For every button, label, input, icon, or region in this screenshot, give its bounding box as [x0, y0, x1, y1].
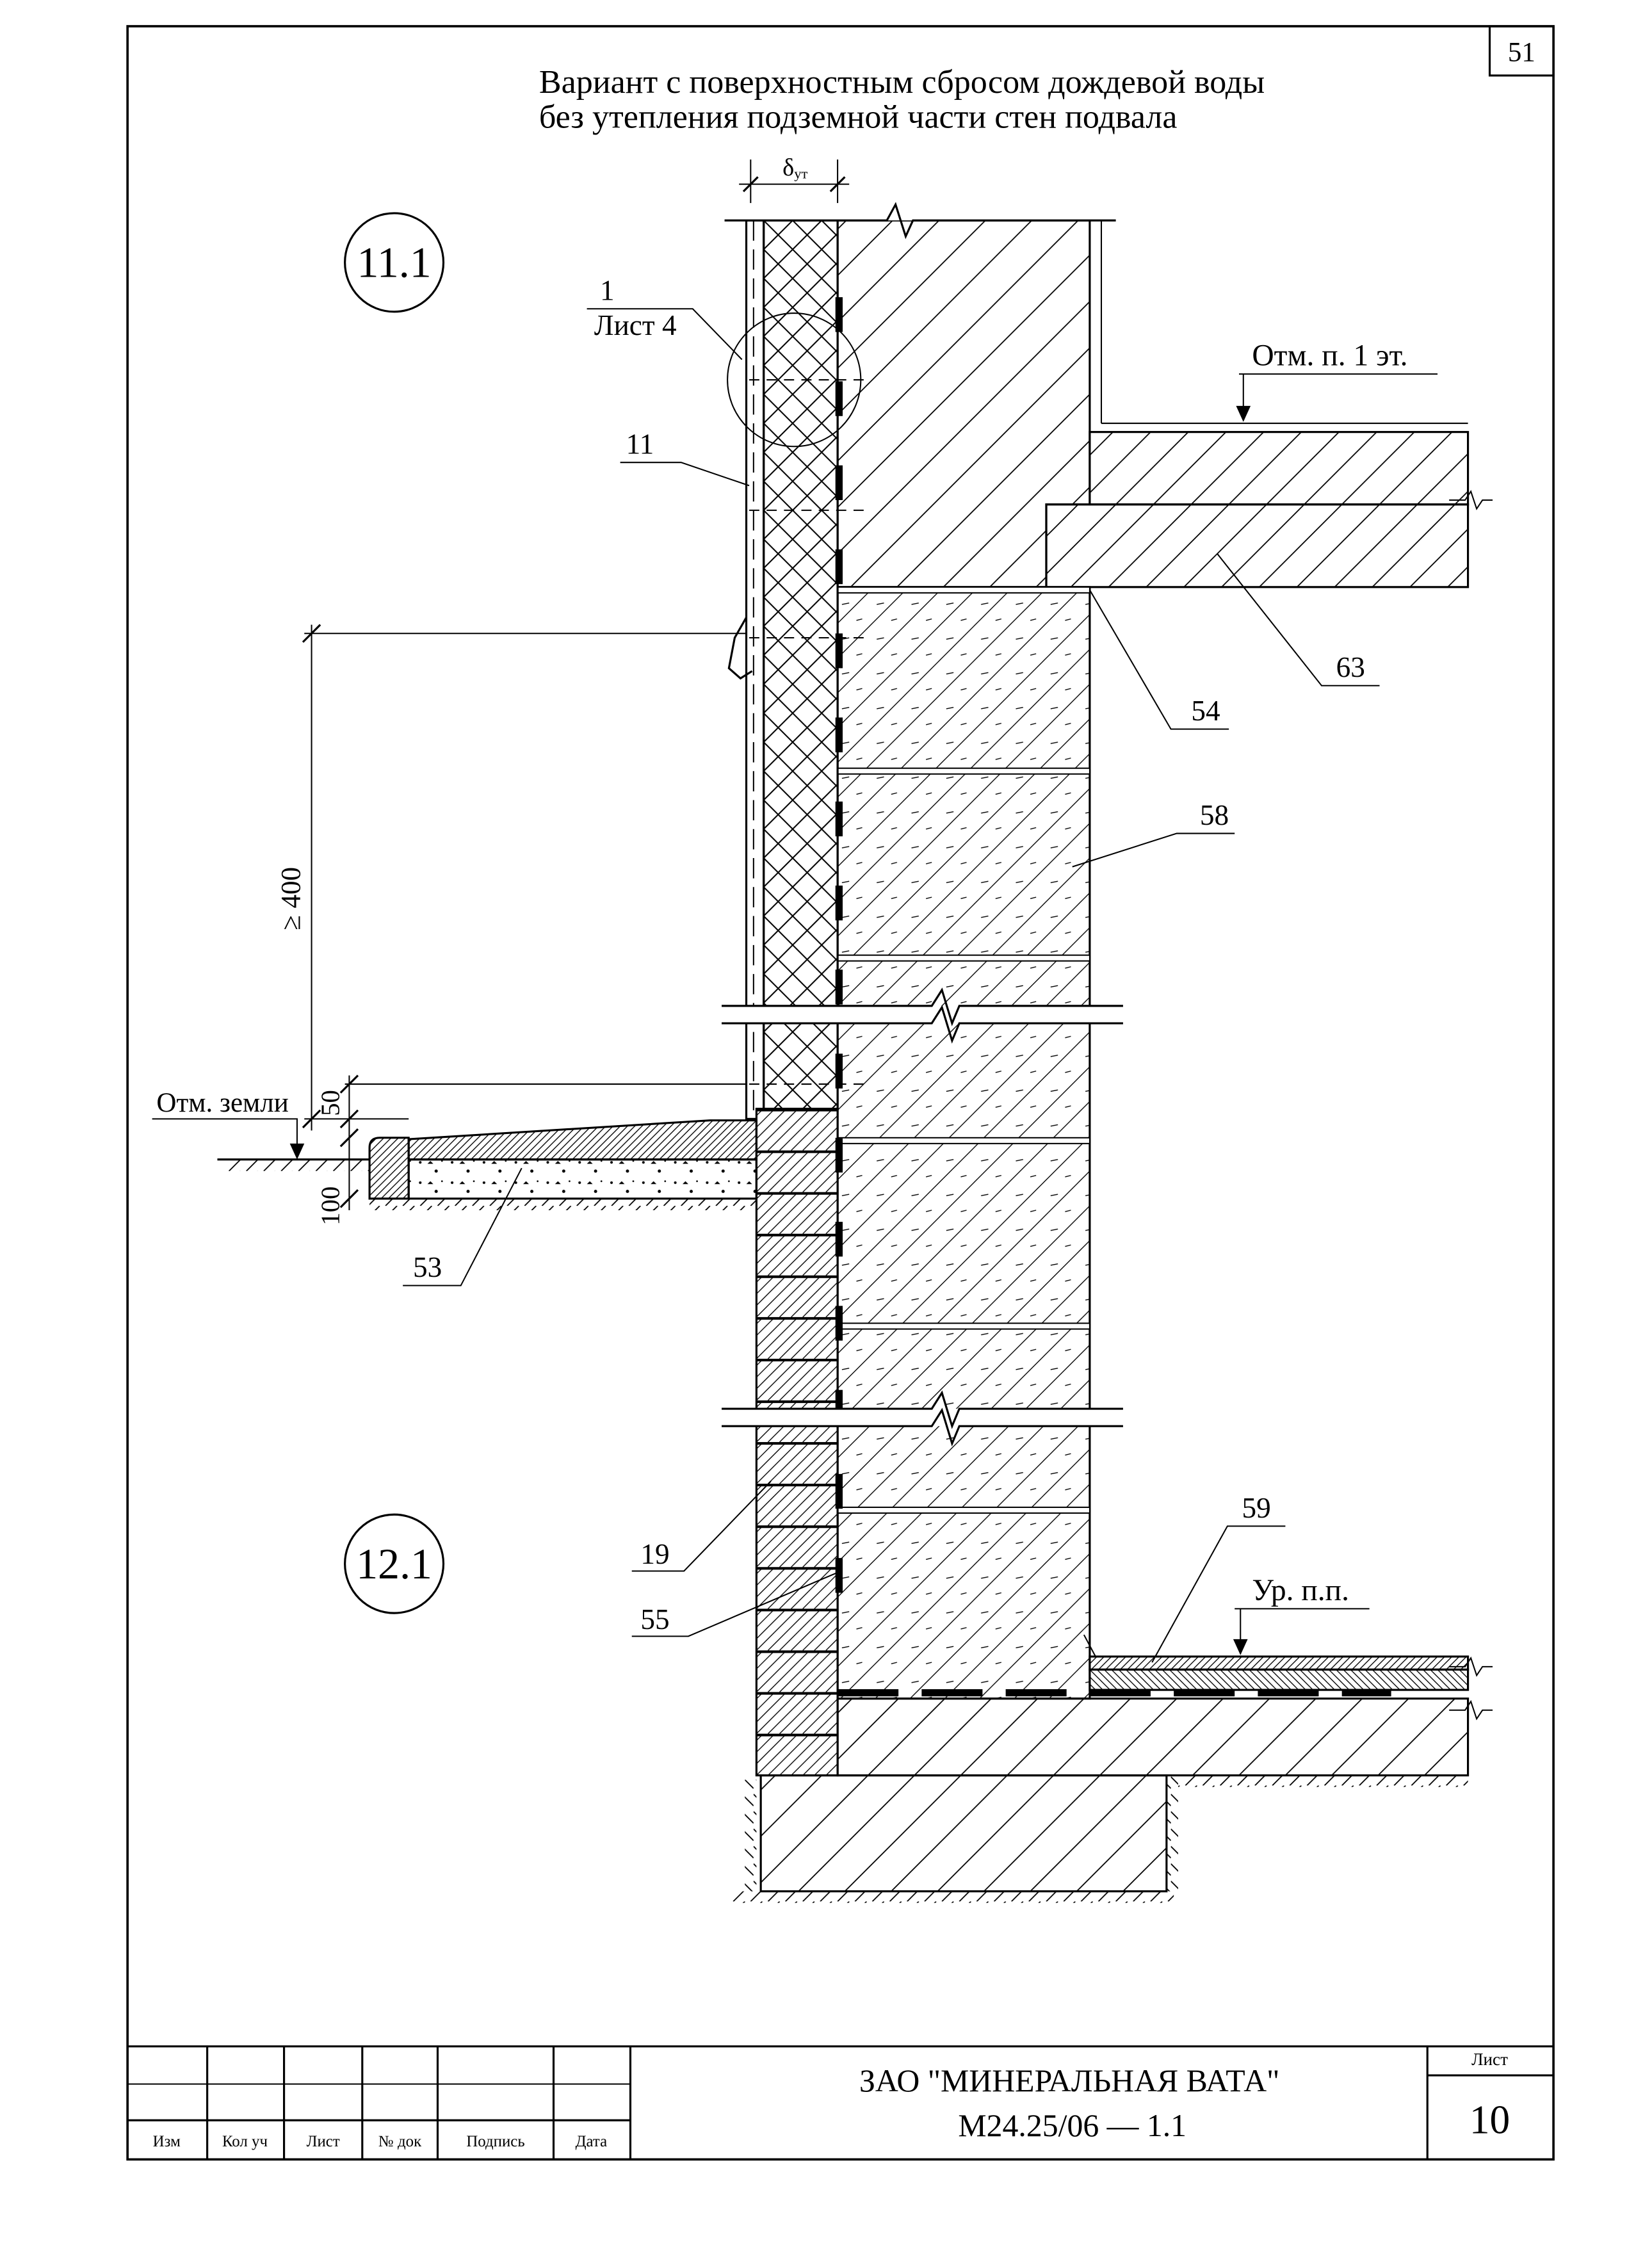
- basement-slab-break-mark: [1449, 1699, 1493, 1721]
- plinth-height-value: ≥ 400: [276, 867, 306, 930]
- callout-19-leader: [631, 1480, 772, 1572]
- callout-59: 59: [1242, 1492, 1271, 1524]
- break-line-upper: [722, 987, 1123, 1044]
- wall-top-mask: [722, 203, 1128, 221]
- elevation-ground-label: Отм. земли: [156, 1088, 288, 1118]
- title-block-document-code: М24.25/06 — 1.1: [958, 2108, 1186, 2143]
- title-block-col-date: Дата: [576, 2133, 608, 2150]
- offset-dimension-value: 50: [316, 1090, 345, 1116]
- title-block-grid: [127, 2045, 1554, 2160]
- slab-break-mark: [1449, 490, 1493, 510]
- break-gap-lower: [722, 1409, 1123, 1427]
- block-joint: [837, 1137, 1090, 1144]
- elevation-first-floor-arrow: [1236, 405, 1251, 422]
- elevation-first-floor-leader: [1239, 373, 1438, 421]
- callout-58: 58: [1200, 799, 1229, 831]
- block-joint: [837, 586, 1090, 594]
- insulation-thickness-subscript: ут: [794, 166, 807, 182]
- title-block-sheet-label: Лист: [1471, 2050, 1508, 2069]
- title-block-col-signature: Подпись: [466, 2133, 524, 2150]
- floor-slab-upper: [1089, 431, 1470, 506]
- title-line-2: без утепления подземной части стен подва…: [539, 99, 1178, 135]
- blind-area-top-layer: [407, 1119, 757, 1161]
- callout-63-leader: [1217, 553, 1380, 686]
- block-joint: [837, 1506, 1090, 1514]
- elevation-first-floor-label: Отм. п. 1 эт.: [1252, 339, 1407, 373]
- title-block-sheet-number: 10: [1470, 2098, 1510, 2143]
- callout-59-leader: [1151, 1525, 1286, 1663]
- elevation-ground-leader: [152, 1118, 298, 1158]
- basement-slab: [836, 1698, 1470, 1777]
- block-joint: [837, 954, 1090, 962]
- detail-reference-number: 1: [600, 275, 615, 307]
- blind-area-base-layer: [407, 1158, 757, 1200]
- title-block-col-change: Изм: [153, 2133, 181, 2150]
- elevation-basement-floor-arrow: [1233, 1639, 1248, 1655]
- ground-hatch: [1178, 1775, 1468, 1787]
- detail-reference-leader: [587, 308, 743, 361]
- block-joint: [837, 1322, 1090, 1330]
- callout-54: 54: [1191, 695, 1220, 727]
- callout-53: 53: [413, 1251, 442, 1283]
- callout-63: 63: [1336, 651, 1365, 683]
- wall-top-break-line: [724, 202, 1116, 239]
- ground-hatch: [745, 1779, 757, 1892]
- ground-hatch: [224, 1159, 370, 1171]
- blind-area-curb: [368, 1137, 410, 1200]
- title-block-col-sheet: Лист: [307, 2133, 340, 2150]
- floor-break-mark: [1449, 1656, 1493, 1677]
- frame-border: [126, 25, 1555, 2161]
- callout-11: 11: [626, 428, 654, 460]
- svg-text:δут: δут: [782, 154, 807, 182]
- detail-reference-sheet: Лист 4: [594, 309, 677, 341]
- callout-55-leader: [631, 1571, 838, 1637]
- callout-58-leader: [1072, 832, 1235, 868]
- elevation-basement-floor-label: Ур. п.п.: [1252, 1574, 1349, 1607]
- elevation-basement-floor-leader: [1235, 1608, 1370, 1654]
- break-gap-upper: [722, 1005, 1123, 1024]
- break-line-lower: [722, 1390, 1123, 1447]
- node-marker-bottom: 12.1: [356, 1540, 432, 1588]
- blind-area-depth-value: 100: [316, 1187, 345, 1226]
- basement-floor-screed: [1089, 1668, 1470, 1691]
- foundation: [759, 1774, 1168, 1893]
- ground-hatch: [731, 1891, 1174, 1903]
- node-marker-top-circle: [344, 212, 445, 313]
- floor-slab-lower: [1045, 503, 1470, 588]
- basement-floor-finish: [1089, 1655, 1470, 1671]
- render-layer: [745, 219, 765, 1120]
- callout-19: 19: [640, 1538, 669, 1570]
- elevation-ground-arrow: [289, 1143, 305, 1160]
- callout-54-leader: [1089, 589, 1229, 730]
- detail-reference-circle: [727, 312, 862, 448]
- callout-55: 55: [640, 1603, 669, 1635]
- title-block-col-count: Кол уч: [222, 2133, 268, 2150]
- insulation-thickness-symbol: δ: [782, 154, 794, 181]
- plinth-height-dimension: [302, 624, 747, 1131]
- title-block-organization: ЗАО "МИНЕРАЛЬНАЯ ВАТА": [859, 2063, 1280, 2098]
- node-marker-top: 11.1: [357, 239, 431, 287]
- title-block-col-doc: № док: [378, 2133, 422, 2150]
- node-marker-bottom-circle: [344, 1513, 445, 1614]
- callout-53-leader: [403, 1167, 522, 1286]
- sheet-corner-box: [1488, 25, 1555, 77]
- floor-wall-edge: [1083, 1634, 1096, 1657]
- sheet-corner-number: 51: [1508, 37, 1535, 67]
- drip-profile: [727, 617, 753, 680]
- title-line-1: Вариант с поверхностным сбросом дождевой…: [539, 64, 1265, 101]
- facing-brick-layer: [755, 1107, 839, 1777]
- ground-hatch: [1166, 1775, 1178, 1892]
- block-joint: [837, 767, 1090, 775]
- insulation-layer: [763, 219, 839, 1110]
- callout-11-leader: [620, 462, 750, 487]
- ground-hatch: [369, 1198, 757, 1210]
- blind-area-dimension: [339, 1074, 747, 1210]
